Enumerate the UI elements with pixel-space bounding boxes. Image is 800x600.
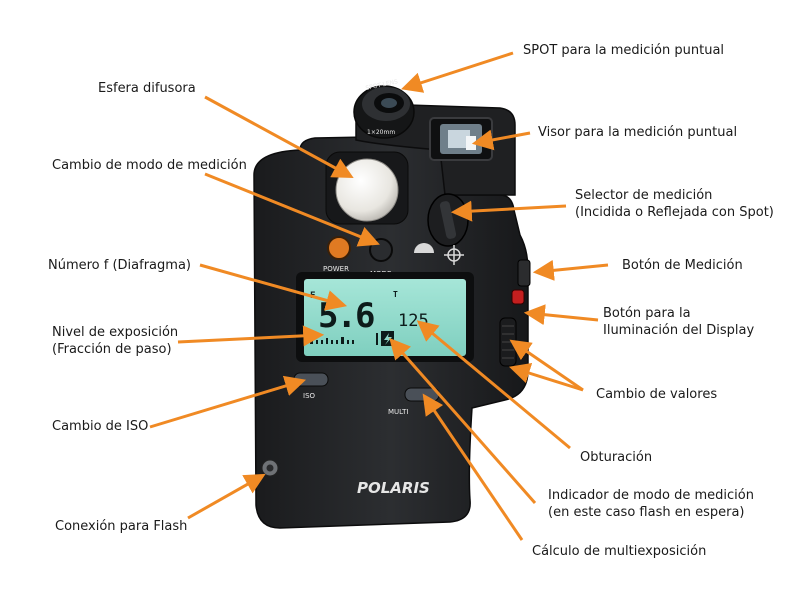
arrow-multiexp: [422, 393, 524, 541]
arrow-cambio-modo: [204, 172, 380, 247]
arrow-boton-ilum: [523, 304, 599, 326]
spot-lens[interactable]: [353, 85, 415, 139]
label-boton-medicion: Botón de Medición: [622, 258, 743, 273]
spot-viewfinder: [429, 117, 493, 161]
measurement-selector[interactable]: [427, 193, 469, 247]
arrow-nivel: [177, 325, 325, 347]
spot-mode-icon: [444, 245, 464, 265]
label-esfera: Esfera difusora: [98, 81, 196, 96]
lcd-aperture: 5.6: [318, 296, 374, 336]
iso-text: ISO: [303, 392, 316, 400]
measure-button[interactable]: [517, 259, 531, 287]
lcd-t-indicator: T: [393, 290, 398, 299]
label-conexion: Conexión para Flash: [55, 519, 188, 534]
arrow-valores-1: [509, 339, 584, 392]
arrow-indicador: [389, 337, 537, 504]
label-obturacion: Obturación: [580, 450, 653, 465]
lens-ring-text: 1×20mm: [367, 129, 395, 136]
brand-logo: POLARIS: [357, 479, 430, 497]
arrow-visor: [471, 129, 531, 151]
label-numero-f: Número f (Diafragma): [48, 258, 191, 273]
incident-icon: [414, 243, 434, 253]
arrow-iso: [149, 375, 307, 429]
label-selector: Selector de medición(Incidida o Reflejad…: [575, 188, 774, 220]
arrow-boton-medicion: [532, 259, 609, 281]
label-cambio-modo: Cambio de modo de medición: [52, 158, 247, 173]
arrow-conexion: [187, 473, 266, 520]
label-spot: SPOT para la medición puntual: [523, 43, 725, 58]
label-nivel: Nivel de exposición(Fracción de paso): [52, 325, 179, 357]
arrow-esfera: [204, 95, 354, 179]
arrow-spot: [401, 51, 514, 93]
arrow-selector: [450, 200, 567, 222]
iso-button[interactable]: [293, 372, 329, 387]
power-text: POWER: [323, 265, 349, 273]
label-cambio-iso: Cambio de ISO: [52, 419, 149, 434]
label-cambio-valores: Cambio de valores: [596, 387, 718, 402]
label-indicador: Indicador de modo de medición(en este ca…: [548, 488, 754, 520]
display-light-button[interactable]: [511, 289, 525, 305]
callout-arrows: [149, 51, 609, 541]
diffuser-sphere[interactable]: [335, 158, 399, 222]
arrow-obturacion: [416, 320, 571, 450]
flash-socket[interactable]: [261, 459, 279, 477]
multi-text: MULTI: [388, 408, 408, 416]
arrow-numero-f: [199, 263, 348, 311]
label-multiexp: Cálculo de multiexposición: [532, 544, 707, 559]
arrow-valores-2: [508, 363, 584, 392]
label-visor: Visor para la medición puntual: [538, 125, 738, 140]
power-button[interactable]: [327, 236, 351, 260]
